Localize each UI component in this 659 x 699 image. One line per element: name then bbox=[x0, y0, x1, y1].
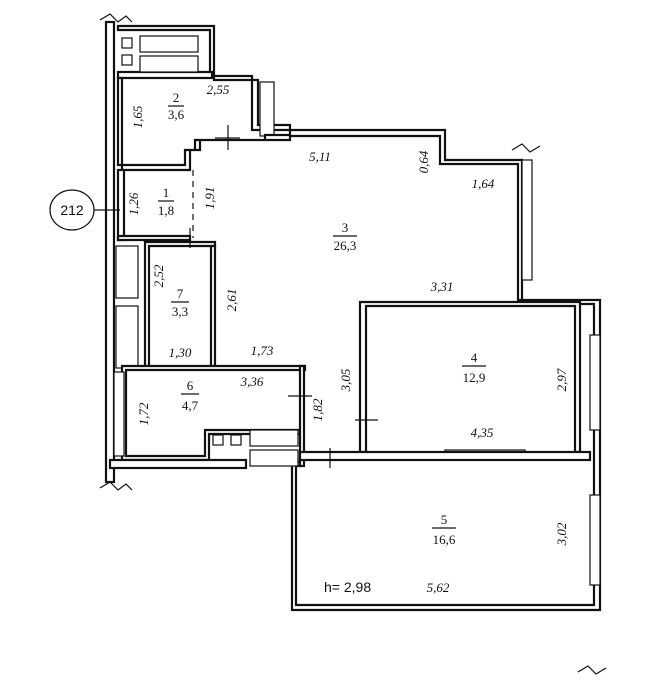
dim-1-30: 1,30 bbox=[169, 345, 192, 360]
room2-number: 2 bbox=[173, 90, 180, 105]
dim-5-62: 5,62 bbox=[427, 580, 450, 595]
room6-number: 6 bbox=[187, 378, 194, 393]
room7-area: 3,3 bbox=[172, 304, 188, 319]
dim-1-73: 1,73 bbox=[251, 343, 274, 358]
dim-1-64: 1,64 bbox=[472, 176, 495, 191]
room1-area: 1,8 bbox=[158, 203, 174, 218]
dim-2-52: 2,52 bbox=[151, 264, 166, 287]
dim-5-11: 5,11 bbox=[309, 149, 331, 164]
door-marks bbox=[189, 125, 378, 468]
dim-0-64: 0,64 bbox=[416, 150, 431, 173]
dim-2-55: 2,55 bbox=[207, 82, 230, 97]
dim-1-82: 1,82 bbox=[310, 398, 325, 421]
room6-area: 4,7 bbox=[182, 398, 199, 413]
apartment-number: 212 bbox=[60, 202, 84, 218]
dim-2-97: 2,97 bbox=[554, 368, 569, 391]
room5-area: 16,6 bbox=[433, 532, 456, 547]
balcony-top-fixtures bbox=[121, 35, 275, 137]
room2-area: 3,6 bbox=[168, 107, 185, 122]
dim-3-31: 3,31 bbox=[430, 279, 454, 294]
ceiling-height: h= 2,98 bbox=[324, 579, 371, 595]
apartment-number-badge: 212 bbox=[49, 189, 120, 231]
dim-2-61: 2,61 bbox=[224, 289, 239, 312]
room-labels: 2 3,6 1 1,8 3 26,3 7 3,3 4 12,9 6 4,7 5 … bbox=[158, 90, 486, 595]
dim-1-26: 1,26 bbox=[126, 192, 141, 215]
room6-fixtures bbox=[113, 371, 299, 467]
break-lines bbox=[99, 13, 607, 675]
dim-3-05: 3,05 bbox=[338, 368, 353, 392]
dim-1-72: 1,72 bbox=[136, 402, 151, 425]
dim-4-35: 4,35 bbox=[471, 425, 494, 440]
room5-number: 5 bbox=[441, 512, 448, 527]
left-outer-wall bbox=[104, 20, 116, 484]
room1-number: 1 bbox=[163, 185, 170, 200]
dim-1-65: 1,65 bbox=[130, 105, 145, 128]
room4-area: 12,9 bbox=[463, 370, 486, 385]
room1-bottom-wall bbox=[116, 234, 192, 242]
room7-number: 7 bbox=[177, 286, 184, 301]
room3-area: 26,3 bbox=[334, 238, 357, 253]
room3-number: 3 bbox=[342, 220, 349, 235]
dimension-labels: 1,65 2,55 5,11 0,64 1,64 1,26 1,91 2,52 … bbox=[126, 82, 569, 595]
room2-upper-wall bbox=[116, 70, 214, 80]
dim-3-02: 3,02 bbox=[554, 522, 569, 546]
dim-1-91: 1,91 bbox=[202, 187, 217, 210]
room7-left-fixtures bbox=[115, 245, 139, 369]
dim-3-36: 3,36 bbox=[240, 374, 264, 389]
room4-number: 4 bbox=[471, 350, 478, 365]
